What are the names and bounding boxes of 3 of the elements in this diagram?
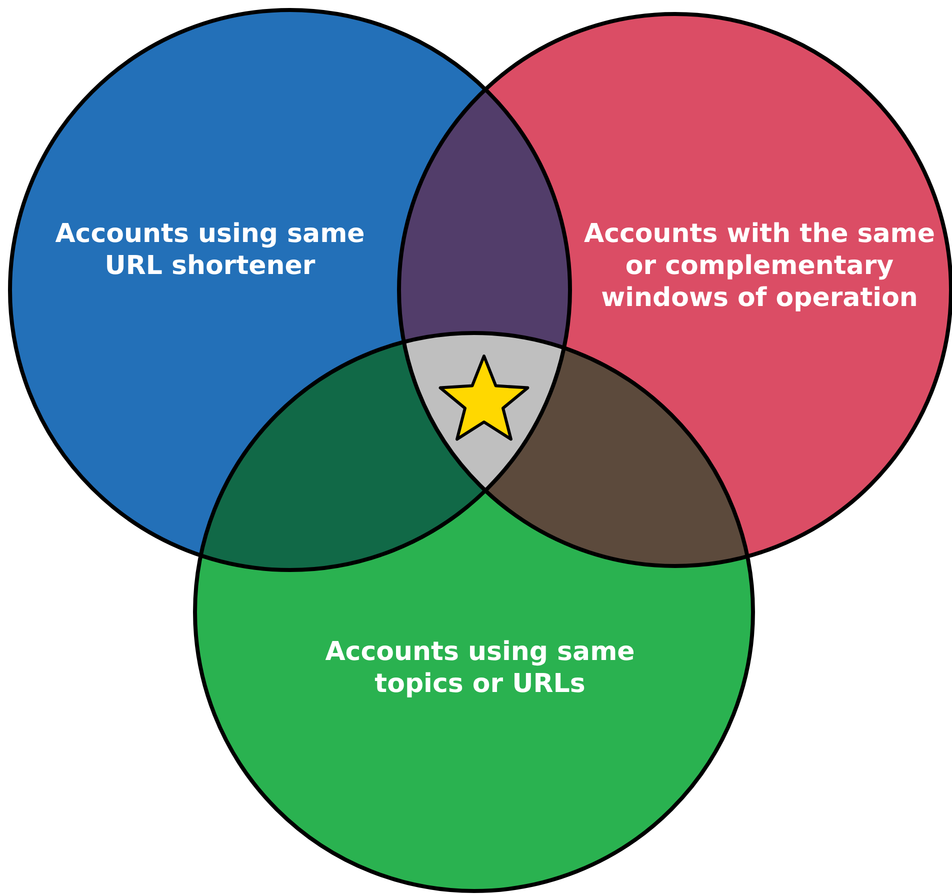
- set-label: Accounts with the same or complementary windows of operation: [582, 218, 936, 314]
- set-label: Accounts using same topics or URLs: [324, 636, 636, 700]
- set-label: Accounts using same URL shortener: [54, 218, 366, 282]
